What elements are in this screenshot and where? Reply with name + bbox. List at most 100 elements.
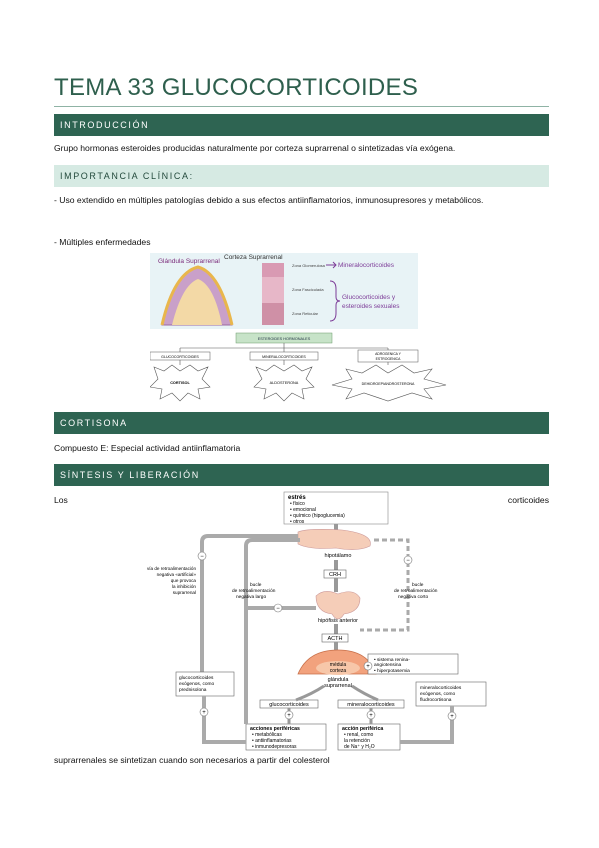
- bucle-corto-path: [360, 538, 410, 632]
- stress-item-2: • químico (hipoglucemia): [290, 513, 345, 519]
- stress-box: [283, 491, 389, 525]
- crh-label: CRH: [329, 572, 341, 578]
- via-retro-1: negativa «artificial»: [157, 572, 197, 577]
- zone-fasciculada: Zona Fasciculada: [292, 287, 324, 292]
- section-header-importancia: IMPORTANCIA CLÍNICA:: [54, 165, 549, 187]
- bracket-icon: [329, 280, 341, 322]
- acciones-title: acciones periféricas: [250, 726, 300, 732]
- hpa-axis-figure: estrés • físico • emocional • químico (h…: [147, 491, 487, 751]
- mineralo-label: mineralocorticoides: [347, 702, 395, 708]
- via-retro-3: la inhibición: [172, 584, 196, 589]
- branch-andro-2: ESTROGENICA: [376, 357, 401, 361]
- bucle-corto-2: negativa corto: [398, 594, 428, 600]
- cortex-label: Corteza Suprarrenal: [224, 254, 283, 261]
- mineralo-label: Mineralocorticoides: [338, 262, 395, 269]
- gluco-label-2: esteroides sexuales: [342, 303, 400, 310]
- mineralo-exo-1: exógenos, como: [420, 691, 456, 697]
- accion-item-1: la retención: [344, 738, 370, 744]
- importancia-bullet-2: - Múltiples enfermedades: [54, 237, 151, 247]
- leaf-cortisol-star: [150, 364, 211, 402]
- plus-gluco: +: [287, 713, 291, 719]
- accion-box: [337, 723, 401, 751]
- accion-item-0: • renal, como: [344, 732, 373, 738]
- stress-item-3: • otros: [290, 519, 305, 525]
- gluco-exo-1: exógenos, como: [179, 681, 215, 687]
- section-header-sintesis: SÍNTESIS Y LIBERACIÓN: [54, 464, 549, 486]
- root-label: ESTEROIDES HORMONALES: [258, 337, 311, 341]
- adrenal-steroids-figure: Glándula Suprarrenal Corteza Suprarrenal…: [150, 253, 447, 402]
- bucle-corto-0: bucle: [412, 582, 424, 588]
- branch-gluco: GLUCOCORTICOIDES: [161, 355, 199, 359]
- bucle-largo-1: de retroalimentación: [232, 588, 276, 594]
- acciones-item-1: • antiinflamatorias: [252, 738, 292, 744]
- section-header-cortisona: CORTISONA: [54, 412, 549, 434]
- leaf-cortisol: CORTISOL: [170, 381, 190, 385]
- renina-0: • sistema renina-: [374, 657, 410, 663]
- medula-shape: [316, 661, 360, 675]
- plus-gluco-exo: +: [202, 710, 206, 716]
- renina-2: • hiperpotasemia: [374, 668, 410, 674]
- gluco-label: glucocorticoides: [269, 702, 309, 708]
- zone-glomerulosa: Zona Glomerulosa: [292, 263, 326, 268]
- acciones-item-2: • inmunodepresoras: [252, 744, 297, 750]
- zone-reticular: Zona Reticular: [292, 311, 319, 316]
- accion-item-2: de Na⁺ y H₂O: [344, 744, 375, 750]
- medula-label: médula: [330, 662, 347, 668]
- cortisona-text: Compuesto E: Especial actividad antiinfl…: [54, 443, 241, 453]
- corteza-label: corteza: [330, 668, 347, 674]
- gluco-exo-box: [175, 671, 235, 697]
- minus-bucle-largo: −: [276, 606, 280, 612]
- sintesis-text-left: Los: [54, 495, 68, 505]
- mineralo-exo-2: fludrocortisona: [420, 697, 452, 703]
- acciones-box: [245, 723, 327, 751]
- plus-mineralo: +: [369, 713, 373, 719]
- adrenal-medulla-shape: [172, 279, 222, 325]
- leaf-aldosterona-star: [253, 364, 315, 402]
- gluco-exo-2: prednisolona: [179, 687, 207, 693]
- bucle-largo-path: [244, 538, 300, 724]
- arrow-icon: [326, 261, 337, 269]
- via-retro-4: suprarrenal: [173, 590, 196, 595]
- bucle-corto-1: de retroalimentación: [394, 588, 438, 594]
- glandula-label-2: suprarrenal: [324, 683, 352, 689]
- via-retro-path: [200, 534, 298, 688]
- gluco-label-1: Glucocorticoides y: [342, 294, 396, 301]
- renina-1: angiotensina: [374, 662, 402, 668]
- plus-renina: +: [366, 664, 370, 670]
- leaf-dhea-star: [331, 364, 447, 402]
- section-header-introduccion: INTRODUCCIÓN: [54, 114, 549, 136]
- adrenal-capsule: [160, 265, 234, 326]
- stress-title: estrés: [288, 495, 306, 501]
- hipofisis-label: hipófisis anterior: [318, 618, 358, 624]
- via-retro-2: que provoca: [171, 578, 197, 583]
- gland-label: Glándula Suprarrenal: [158, 258, 220, 265]
- page-title: TEMA 33 GLUCOCORTICOIDES: [54, 74, 419, 101]
- minus-via-retro: −: [200, 554, 204, 560]
- sintesis-text-right: corticoides: [507, 495, 549, 505]
- branch-mineralo: MINERALOCORTICOIDES: [262, 355, 306, 359]
- acciones-item-0: • metabólicas: [252, 732, 282, 738]
- bucle-largo-0: bucle: [250, 582, 262, 588]
- importancia-bullet-1: - Uso extendido en múltiples patologías …: [54, 195, 484, 205]
- leaf-aldosterona: ALDOSTERONA: [270, 381, 299, 385]
- via-retro-0: vía de retroalimentación: [147, 566, 196, 571]
- mineralo-exo-0: mineralocorticoides: [420, 685, 462, 691]
- minus-bucle-corto: −: [406, 558, 410, 564]
- hipotalamo-label: hipotálamo: [325, 553, 352, 559]
- leaf-dhea: DEHIDROEPIANDROSTERONA: [362, 382, 415, 386]
- stress-item-0: • físico: [290, 501, 305, 507]
- gluco-exo-0: glucocorticoides: [179, 675, 214, 681]
- title-divider: [54, 106, 549, 107]
- branch-andro-1: ADROGENICA Y: [375, 352, 401, 356]
- hipofisis-shape: [315, 591, 361, 620]
- sintesis-text-after: suprarrenales se sintetizan cuando son n…: [54, 755, 330, 765]
- stress-item-1: • emocional: [290, 507, 316, 513]
- plus-mineralo-exo: +: [450, 714, 454, 720]
- glandula-label-1: glándula: [328, 677, 350, 683]
- hipotalamo-shape: [297, 529, 371, 550]
- acth-label: ACTH: [328, 636, 343, 642]
- bucle-largo-2: negativa largo: [236, 594, 266, 600]
- mineralo-exo-box: [415, 681, 487, 707]
- accion-title: acción periférica: [342, 726, 383, 732]
- intro-text: Grupo hormonas esteroides producidas nat…: [54, 143, 456, 153]
